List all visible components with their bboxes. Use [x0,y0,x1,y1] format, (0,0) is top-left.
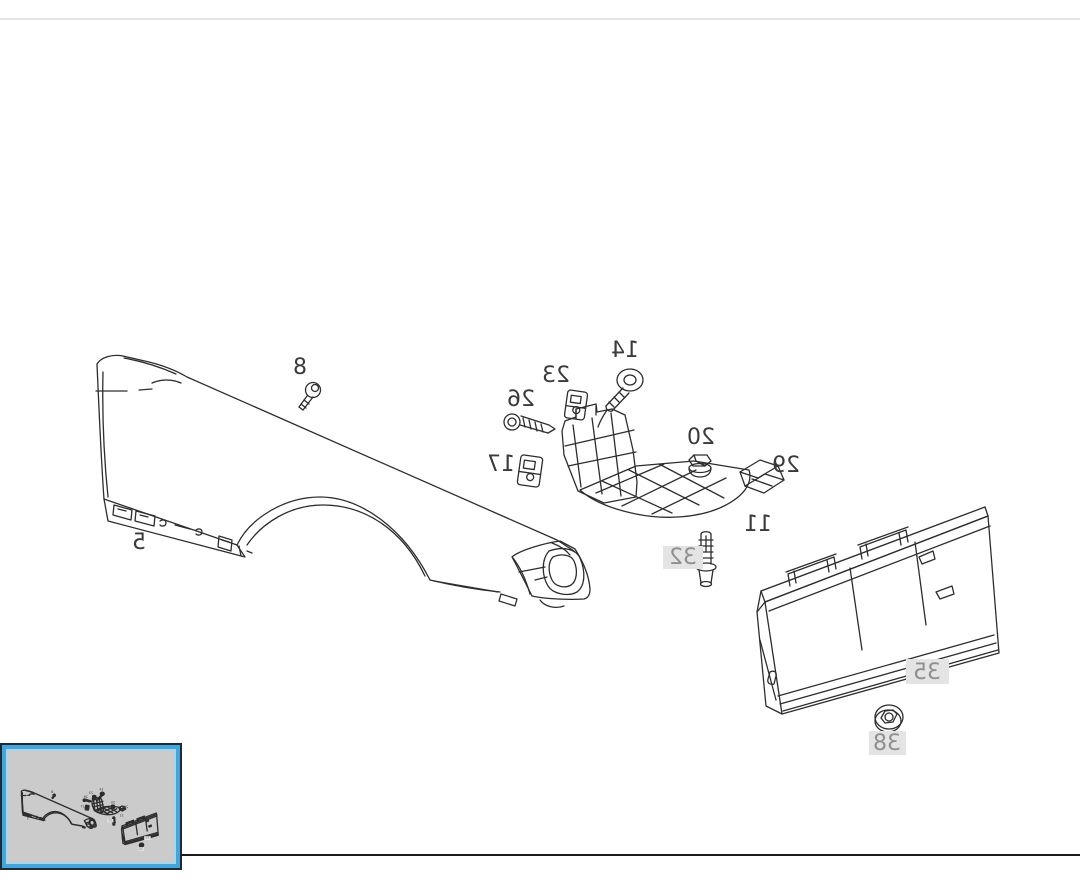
part-callout-20[interactable]: 20 [687,425,715,450]
radiator-support [757,507,999,714]
sill-rail [104,499,252,557]
part-callouts: 5 8 17 26 23 14 20 29 11 32 35 38 [132,338,949,756]
part-callout-11[interactable]: 11 [744,512,772,537]
nut-20-icon [689,455,711,477]
part-callout-38[interactable]: 38 [873,731,901,756]
part-callout-29[interactable]: 29 [772,453,800,478]
part-callout-23[interactable]: 23 [542,363,570,388]
clip-29-icon [740,460,784,493]
part-callout-32-highlight[interactable] [663,546,703,569]
part-callout-8[interactable]: 8 [293,355,307,380]
part-callout-5[interactable]: 5 [132,530,146,555]
part-callout-35-highlight[interactable] [906,659,949,684]
clip-17-icon [517,455,543,488]
thumbnail-diagram [21,787,159,852]
part-callout-14[interactable]: 14 [611,338,639,363]
fender-outline [96,355,574,592]
closing-panel [562,404,750,517]
top-divider [0,18,1080,20]
bolt-14-icon [598,369,643,427]
bottom-rule [181,854,1080,856]
nut-38-icon [875,705,903,732]
page-thumbnail[interactable] [0,743,182,870]
fender-front-box [499,541,590,607]
part-callout-26[interactable]: 26 [507,387,535,412]
screw-8-icon [299,383,321,411]
part-callout-35[interactable]: 35 [913,660,941,685]
part-callout-38-highlight[interactable] [869,731,906,755]
part-callout-32[interactable]: 32 [669,545,697,570]
screw-26-icon [504,414,555,433]
part-callout-17[interactable]: 17 [487,452,515,477]
